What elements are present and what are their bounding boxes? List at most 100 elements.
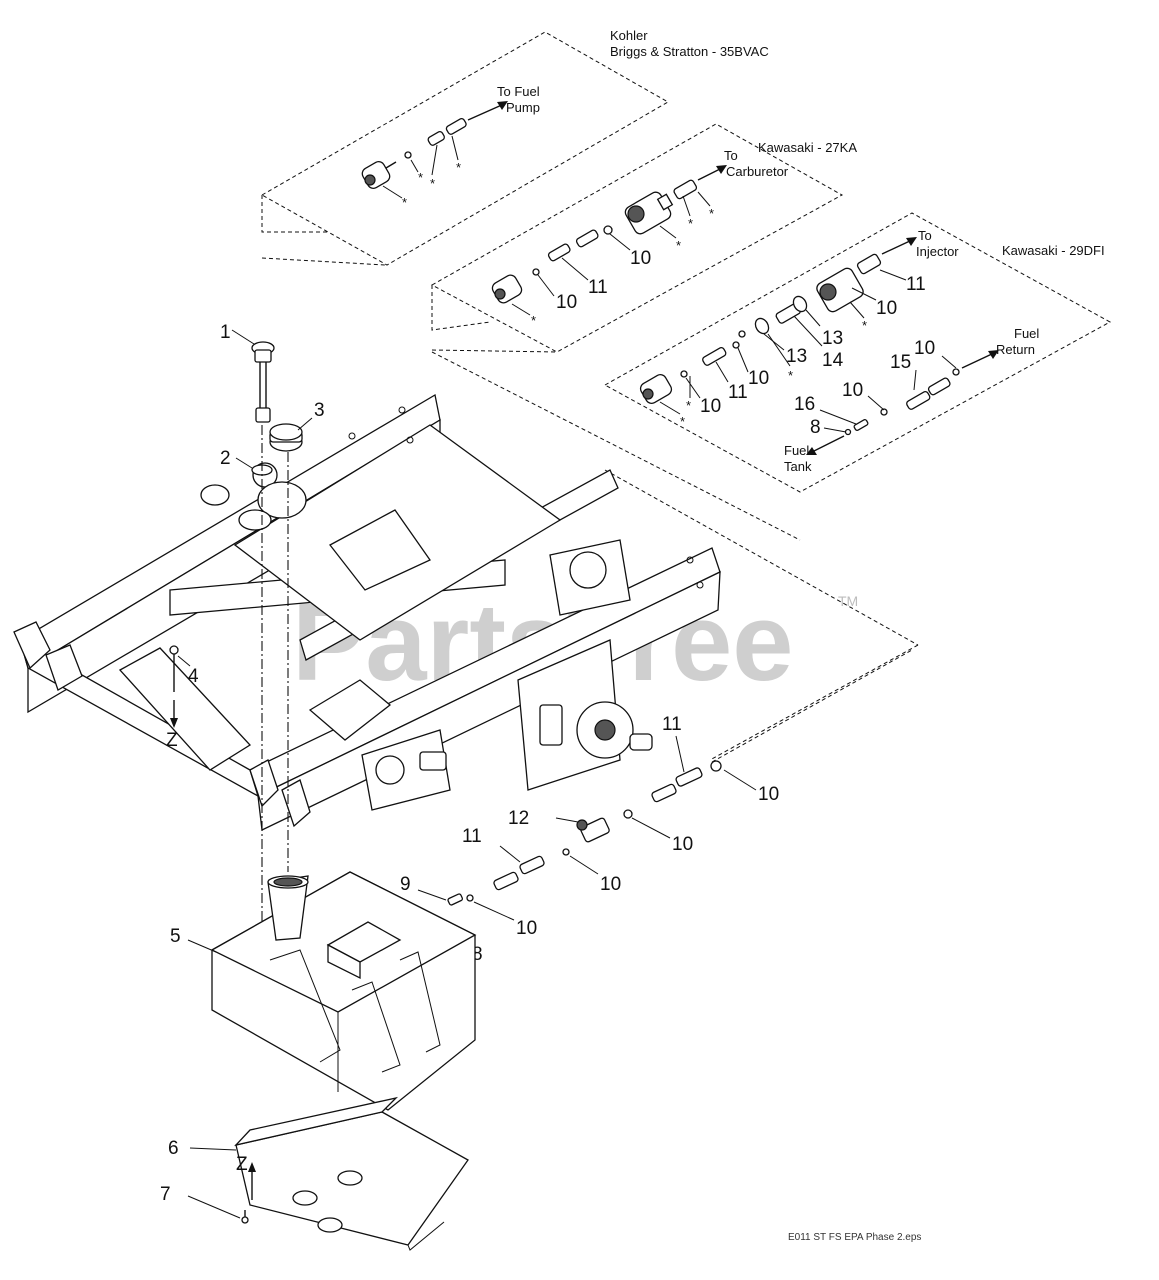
hose <box>673 179 698 200</box>
kawasaki-29dfi-title: Kawasaki - 29DFI <box>1002 243 1105 258</box>
callout-11: 11 <box>462 826 482 847</box>
kawasaki-27ka-fuel-pump <box>624 191 674 235</box>
hydro-transmission-right <box>517 639 653 791</box>
clamp <box>710 760 722 772</box>
briggs-title: Briggs & Stratton - 35BVAC <box>610 44 769 59</box>
callout-6: 6 <box>168 1138 179 1159</box>
kawasaki-27ka-title: Kawasaki - 27KA <box>758 140 857 155</box>
kohler-clamp <box>404 151 412 159</box>
callout-11: 11 <box>906 274 926 295</box>
z-label-bracket: Z <box>236 1154 248 1175</box>
fuel-tank-arrow <box>811 435 845 453</box>
fuel-hose <box>651 783 677 803</box>
return-hose <box>906 390 931 410</box>
fuel-hose <box>519 855 545 875</box>
to-injector-arrowhead <box>906 237 917 246</box>
clamp <box>738 330 746 338</box>
kawasaki-29dfi-fuel-filter <box>639 374 673 404</box>
to-injector-arrow <box>881 239 913 255</box>
kohler-hose <box>427 130 445 146</box>
callout-9: 9 <box>400 874 411 895</box>
callout-8: 8 <box>472 944 483 965</box>
callout-13: 13 <box>786 346 807 367</box>
kohler-briggs-panel <box>260 31 670 266</box>
panel-stack-line <box>431 349 558 353</box>
fuel-hose <box>493 871 519 891</box>
callout-10: 10 <box>516 918 537 939</box>
kawasaki-29dfi-fuel-pump <box>816 267 864 313</box>
to-carburetor-arrow <box>697 167 723 181</box>
callout-13: 13 <box>822 328 843 349</box>
kawasaki-27ka-fuel-filter <box>491 274 523 304</box>
asterisk: * <box>456 160 461 175</box>
fuel-return-label-2: Return <box>996 342 1035 357</box>
to-injector-label-1: To <box>918 228 932 243</box>
callout-15: 15 <box>890 352 911 373</box>
shutoff-valve <box>576 817 610 843</box>
callout-10: 10 <box>700 396 721 417</box>
fuel-tank-arrowhead <box>806 447 817 455</box>
asterisk: * <box>709 206 714 221</box>
hydro-transmission-rear <box>549 539 631 616</box>
panel-leader-line <box>709 644 919 761</box>
hose <box>547 243 571 262</box>
asterisk: * <box>531 313 536 328</box>
callout-11: 11 <box>588 277 608 298</box>
callout-10: 10 <box>748 368 769 389</box>
callout-1: 1 <box>220 322 231 343</box>
asterisk: * <box>418 170 423 185</box>
callout-11: 11 <box>662 714 682 735</box>
callout-16: 16 <box>794 394 815 415</box>
to-carburetor-label-2: Carburetor <box>726 164 789 179</box>
fuel-tank <box>210 871 477 1111</box>
asterisk: * <box>688 216 693 231</box>
callout-8: 8 <box>810 417 821 438</box>
callout-10: 10 <box>842 380 863 401</box>
asterisk: * <box>686 398 691 413</box>
hose <box>575 229 599 248</box>
tank-support-bracket <box>234 1096 469 1251</box>
tank-fitting <box>447 893 464 906</box>
callout-10: 10 <box>672 834 693 855</box>
callout-3: 3 <box>314 400 325 421</box>
clamp <box>844 428 852 436</box>
callout-5: 5 <box>170 926 181 947</box>
clamp <box>952 368 960 376</box>
callout-12: 12 <box>508 808 529 829</box>
clamp <box>603 225 613 235</box>
fuel-return-arrowhead <box>988 350 999 359</box>
hose <box>856 253 882 275</box>
asterisk: * <box>862 318 867 333</box>
hydro-transmission-left <box>361 729 451 811</box>
clamp <box>732 341 740 349</box>
fuel-line-leader <box>711 649 913 763</box>
to-carburetor-arrowhead <box>716 165 727 174</box>
clamp <box>562 848 570 856</box>
kohler-title: Kohler <box>610 28 648 43</box>
asterisk: * <box>788 368 793 383</box>
fuel-tank-label-2: Tank <box>784 459 812 474</box>
clamp <box>880 408 888 416</box>
fitting <box>853 418 869 432</box>
kohler-hose-2 <box>445 117 467 135</box>
fuel-return-label-1: Fuel <box>1014 326 1039 341</box>
panel-stack-line <box>261 257 386 266</box>
clamp <box>680 370 688 378</box>
fuel-return-arrow <box>961 352 995 369</box>
panel-stack-line <box>261 195 330 233</box>
panel-leader-line <box>431 351 801 541</box>
to-injector-label-2: Injector <box>916 244 959 259</box>
fuel-hose <box>675 767 703 787</box>
fuel-cap <box>269 423 303 452</box>
o-ring <box>754 317 770 335</box>
callout-4: 4 <box>188 666 199 687</box>
clamp <box>623 809 633 819</box>
to-fuel-pump-label-1: To Fuel <box>497 84 540 99</box>
fuel-gauge-sender <box>251 341 275 423</box>
clamp <box>466 894 474 902</box>
fuel-tank-label-1: Fuel <box>784 443 809 458</box>
screw-head <box>241 1216 249 1224</box>
callout-14: 14 <box>822 350 844 371</box>
callout-10: 10 <box>876 298 897 319</box>
